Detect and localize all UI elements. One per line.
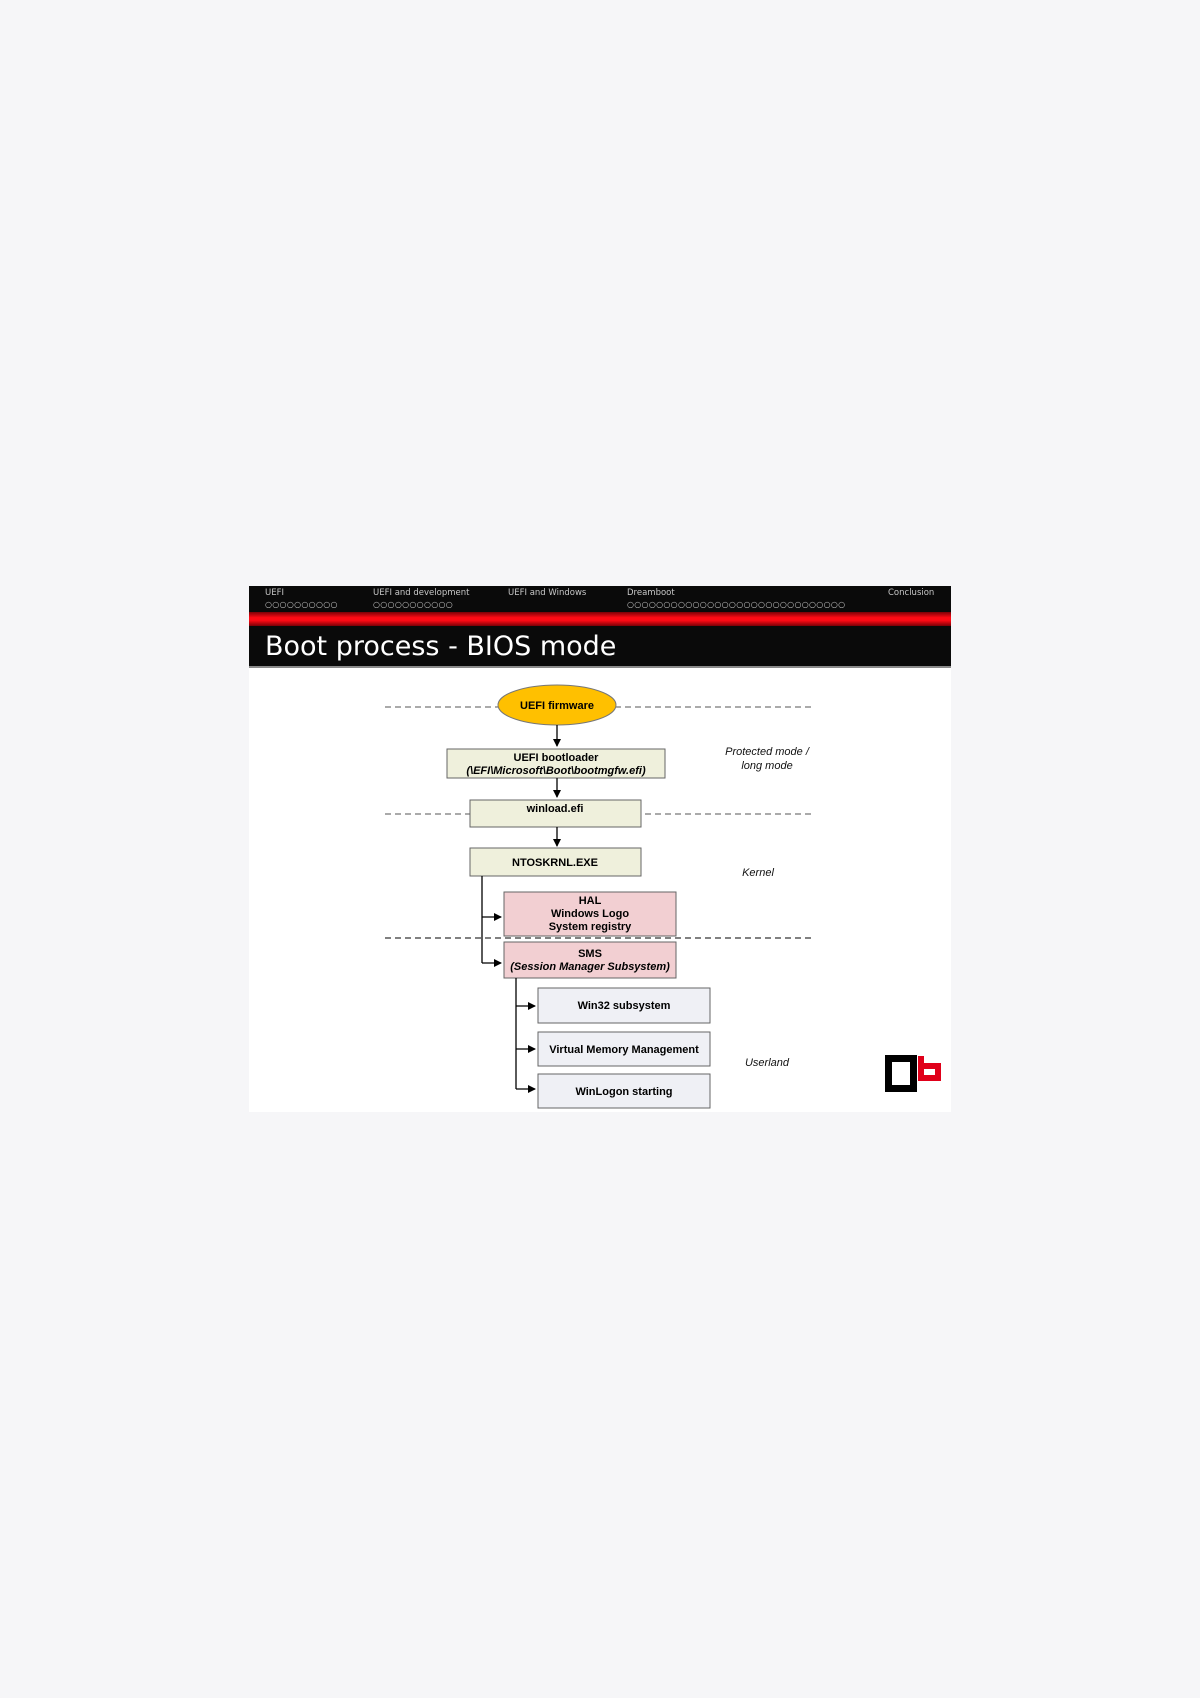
nav-section-progress-dots[interactable]: ○○○○○○○○○○○○○○○○○○○○○○○○○○○○○○ [627, 600, 846, 609]
zone-label-long-mode: long mode [741, 760, 792, 772]
win32-subsystem-label: Win32 subsystem [578, 1000, 671, 1012]
nav-section-uefi-development[interactable]: UEFI and development ○○○○○○○○○○○ [373, 587, 469, 610]
nav-section-progress-dots[interactable]: ○○○○○○○○○○○ [373, 600, 454, 609]
slide: UEFI ○○○○○○○○○○ UEFI and development ○○○… [249, 586, 951, 1112]
boot-process-diagram: UEFI firmware UEFI bootloader (\EFI\Micr… [385, 684, 941, 1109]
winlogon-label: WinLogon starting [575, 1086, 672, 1098]
section-navigation-bar: UEFI ○○○○○○○○○○ UEFI and development ○○○… [249, 586, 951, 612]
virtual-memory-label: Virtual Memory Management [549, 1044, 699, 1056]
ntoskrnl-label: NTOSKRNL.EXE [512, 857, 598, 869]
logo-q-tail [909, 1085, 917, 1092]
hal-windows-logo-label: Windows Logo [551, 908, 629, 920]
nav-section-label: UEFI [265, 588, 284, 598]
winlogon-node [537, 1073, 711, 1109]
hal-node [503, 891, 677, 937]
hal-label: HAL [579, 895, 602, 907]
win32-subsystem-node [537, 987, 711, 1024]
nav-section-conclusion[interactable]: Conclusion [888, 587, 934, 599]
winload-label: winload.efi [526, 803, 584, 815]
title-bar: Boot process - BIOS mode [249, 626, 951, 668]
zone-label-protected-mode: Protected mode / [725, 746, 810, 758]
sms-full-name-label: (Session Manager Subsystem) [510, 961, 670, 973]
nav-section-label: Conclusion [888, 588, 935, 598]
sms-label: SMS [578, 948, 602, 960]
nav-section-uefi[interactable]: UEFI ○○○○○○○○○○ [265, 587, 338, 610]
hal-system-registry-label: System registry [549, 921, 632, 933]
nav-section-dreamboot[interactable]: Dreamboot ○○○○○○○○○○○○○○○○○○○○○○○○○○○○○○ [627, 587, 845, 610]
uefi-firmware-label: UEFI firmware [520, 700, 594, 712]
winload-node [469, 799, 642, 828]
zone-label-kernel: Kernel [742, 867, 774, 879]
uefi-bootloader-label: UEFI bootloader [514, 752, 600, 764]
ntoskrnl-node [469, 847, 642, 877]
uefi-bootloader-path: (\EFI\Microsoft\Boot\bootmgfw.efi) [466, 765, 646, 777]
nav-section-label: Dreamboot [627, 588, 675, 598]
logo-b-shape [918, 1056, 941, 1081]
sms-node [503, 941, 677, 979]
zone-label-userland: Userland [745, 1057, 790, 1069]
slide-title: Boot process - BIOS mode [265, 631, 617, 662]
uefi-bootloader-node [446, 748, 666, 779]
virtual-memory-node [537, 1031, 711, 1067]
nav-section-progress-dots[interactable]: ○○○○○○○○○○ [265, 600, 338, 609]
nav-section-uefi-windows[interactable]: UEFI and Windows [508, 587, 586, 599]
header-accent-bar [249, 612, 951, 626]
nav-section-label: UEFI and Windows [508, 588, 587, 598]
nav-section-label: UEFI and development [373, 588, 470, 598]
qb-logo [885, 1055, 941, 1092]
